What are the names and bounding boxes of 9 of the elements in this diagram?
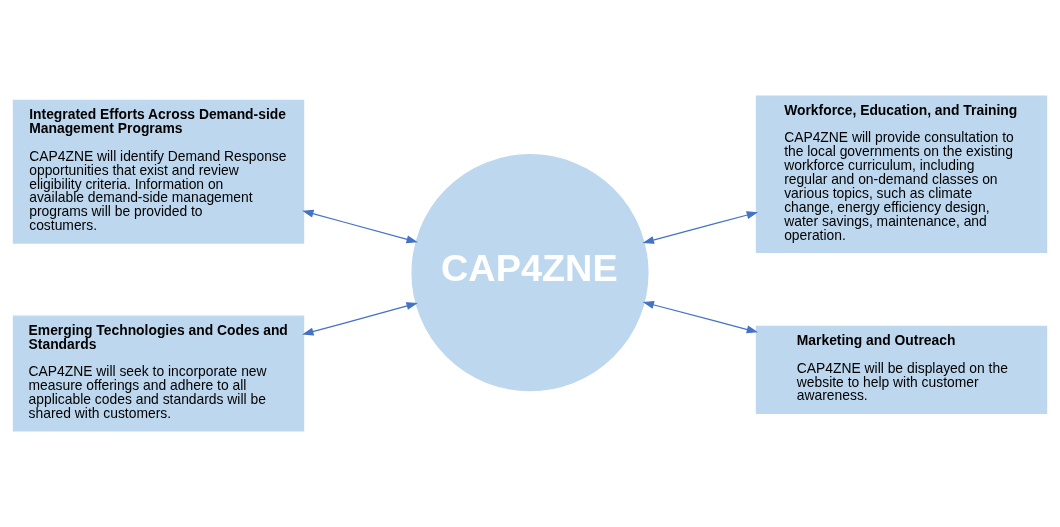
node-box: Emerging Technologies and Codes and Standards CAP4ZNE will seek to incorporate new measure offerings and adhere to all applicable codes and standards will be shared with customers. (12, 315, 305, 432)
node-box: Marketing and Outreach CAP4ZNE will be displayed on the website to help with customer awareness. (755, 325, 1048, 414)
node-box: Integrated Efforts Across Demand-side Management Programs CAP4ZNE will identify Demand Response opportunities that exist and review eligibility criteria. Information on available demand-side management programs will be provided to costumers. (12, 99, 305, 244)
arrow (642, 301, 759, 334)
arrow (302, 302, 418, 336)
node-circle: CAP4ZNE (411, 154, 649, 392)
arrow (642, 211, 759, 244)
node-box: Workforce, Education, and Training CAP4ZNE will provide consultation to the local governments on the existing workforce curriculum, including regular and on-demand classes on various topics, such as climate change, energy efficiency design, water savings, maintenance, and operation. (755, 95, 1048, 254)
arrow (302, 209, 418, 244)
